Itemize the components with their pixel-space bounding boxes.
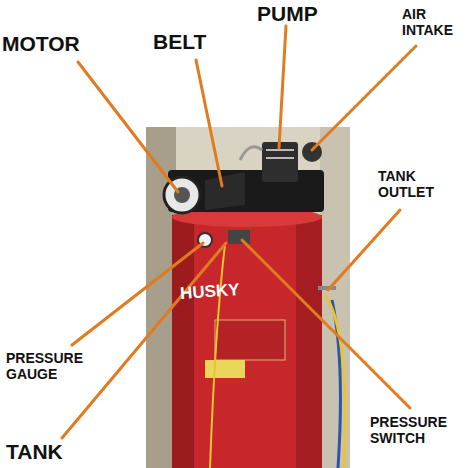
brand-text: HUSKY bbox=[179, 280, 240, 304]
leader-line bbox=[196, 60, 222, 186]
wall-background bbox=[146, 127, 350, 468]
switch-box bbox=[228, 230, 250, 244]
leader-line bbox=[242, 240, 410, 408]
part-label: TANK bbox=[6, 440, 63, 464]
pump-fin bbox=[266, 149, 294, 151]
leader-line bbox=[328, 210, 400, 290]
tank-sticker bbox=[205, 360, 245, 378]
part-label: AIR INTAKE bbox=[402, 6, 470, 38]
tank-body bbox=[172, 215, 322, 468]
leader-line bbox=[62, 243, 226, 438]
pipe bbox=[240, 147, 262, 160]
part-label: PRESSURE GAUGE bbox=[6, 350, 106, 382]
yellow-hose bbox=[325, 295, 345, 468]
pump-fin bbox=[266, 157, 294, 159]
belt-guard bbox=[205, 172, 245, 210]
tank-shading bbox=[296, 215, 322, 468]
wall-side bbox=[320, 127, 350, 468]
part-label: MOTOR bbox=[2, 32, 80, 56]
part-label: BELT bbox=[153, 30, 206, 54]
leader-line bbox=[312, 46, 416, 150]
part-label: TANK OUTLET bbox=[378, 168, 470, 200]
part-label: PUMP bbox=[257, 2, 318, 26]
yellow-cord bbox=[210, 244, 225, 468]
leader-line bbox=[78, 62, 178, 192]
tank-decal bbox=[215, 320, 285, 360]
leader-line bbox=[279, 26, 286, 148]
part-label: PRESSURE SWITCH bbox=[370, 414, 470, 446]
